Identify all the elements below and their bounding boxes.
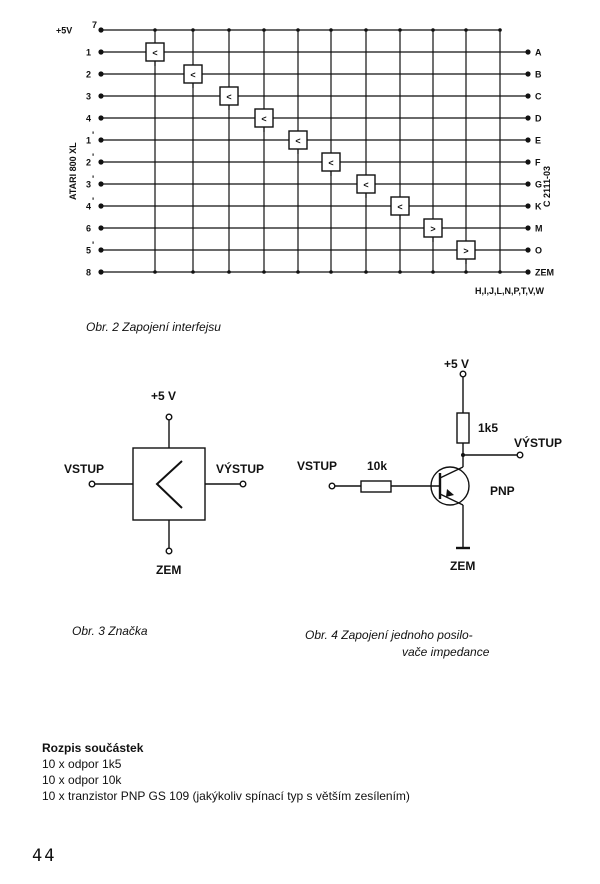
fig4-output-label: VÝSTUP [514,435,562,450]
left-pin-label: 3 [86,92,91,102]
buffer-direction: < [261,114,266,124]
right-pin-label: O [535,246,542,256]
buffer-direction: < [328,158,333,168]
buffer-direction: > [430,224,435,234]
left-pin-mark: ' [92,130,94,140]
right-pin-label: C [535,92,542,102]
fig4-r2-label: 10k [367,459,387,473]
parts-heading: Rozpis součástek [42,741,144,755]
fig3-vcc-label: +5 V [151,389,176,403]
fig4-transistor-label: PNP [490,484,515,498]
left-pin-label: 4 [86,114,91,124]
left-pin-label: +5V [56,26,72,36]
fig4-r1-label: 1k5 [478,421,498,435]
page-number: 44 [32,846,57,866]
fig4-vcc-label: +5 V [444,357,469,371]
left-pin-label: 5 [86,246,91,256]
buffer-direction: < [397,202,402,212]
buffer-direction: < [190,70,195,80]
buffer-box [132,447,206,521]
left-pin-label: 2 [86,70,91,80]
right-pin-label: ZEM [535,268,554,278]
left-pin-mark: 7 [92,20,97,30]
right-pin-label: F [535,158,541,168]
resistor-1k5 [456,412,470,444]
left-pin-label: 6 [86,224,91,234]
parts-item: 10 x odpor 10k [42,773,122,787]
right-pin-label: B [535,70,542,80]
left-pin-label: 4 [86,202,91,212]
interface-wiring-diagram: +5V712341'2'3'4'65'8ABCDEFGKMOZEM<<<<<<<… [56,20,554,296]
buffer-arrow [155,460,183,509]
fig4-gnd-label: ZEM [450,559,475,573]
fig4-caption-line2: vače impedance [402,645,490,659]
buffer-direction: < [226,92,231,102]
atari-800xl-label: ATARI 800 XL [68,142,78,200]
fig4-input-label: VSTUP [297,459,337,473]
left-pin-mark: ' [92,152,94,162]
right-pin-label: M [535,224,543,234]
fig3-input-label: VSTUP [64,462,104,476]
left-pin-label: 2 [86,158,91,168]
left-pin-label: 1 [86,136,91,146]
left-pin-mark: ' [92,174,94,184]
buffer-direction: > [463,246,468,256]
right-pin-label: G [535,180,542,190]
right-pin-label: E [535,136,541,146]
c2111-label: C 2111-03 [542,166,552,207]
buffer-direction: < [295,136,300,146]
parts-item: 10 x odpor 1k5 [42,757,122,771]
parts-list: Rozpis součástek 10 x odpor 1k5 10 x odp… [42,740,410,804]
fig2-caption: Obr. 2 Zapojení interfejsu [86,320,221,334]
fig3-gnd-label: ZEM [156,563,181,577]
fig4-caption-line1: Obr. 4 Zapojení jednoho posilo- [305,628,473,642]
buffer-direction: < [152,48,157,58]
right-pin-label: K [535,202,542,212]
left-pin-label: 8 [86,268,91,278]
right-pin-label: D [535,114,542,124]
left-pin-mark: ' [92,240,94,250]
fig3-caption: Obr. 3 Značka [72,624,148,638]
bottom-pin-letters: H,I,J,L,N,P,T,V,W [475,286,545,296]
left-pin-label: 3 [86,180,91,190]
parts-item: 10 x tranzistor PNP GS 109 (jakýkoliv sp… [42,789,410,803]
left-pin-mark: ' [92,196,94,206]
buffer-direction: < [363,180,368,190]
right-pin-label: A [535,48,542,58]
resistor-10k [360,480,392,493]
left-pin-label: 1 [86,48,91,58]
fig3-output-label: VÝSTUP [216,461,264,476]
transistor-pnp [430,466,470,506]
